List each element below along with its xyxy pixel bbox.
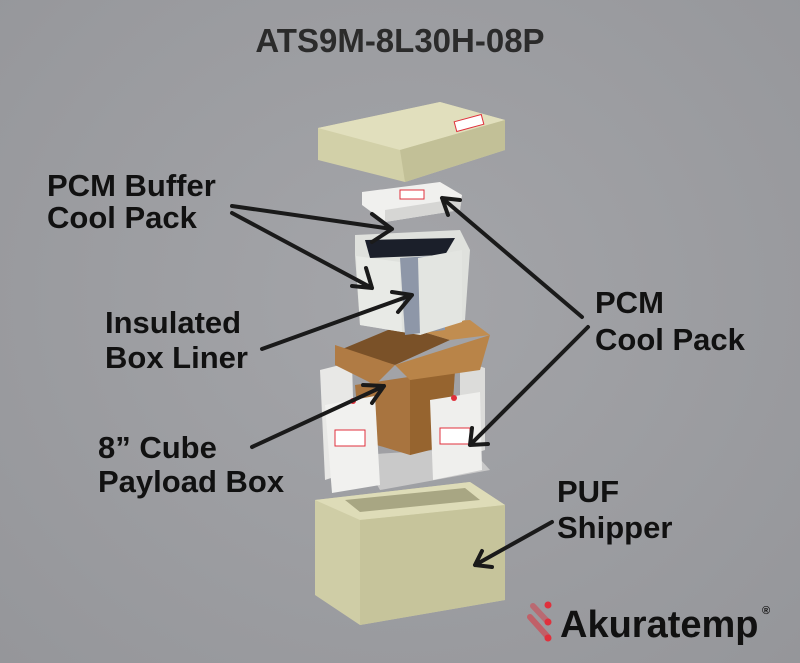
logo-text: Akuratemp bbox=[560, 604, 759, 646]
label-buffer-pack-line2: Cool Pack bbox=[47, 200, 198, 235]
label-buffer-pack-line1: PCM Buffer bbox=[47, 168, 216, 203]
label-cool-pack-line2: Cool Pack bbox=[595, 322, 746, 357]
label-payload-line2: Payload Box bbox=[98, 464, 285, 499]
label-payload-line1: 8” Cube bbox=[98, 430, 217, 465]
label-liner-line2: Box Liner bbox=[105, 340, 248, 375]
puf-lid bbox=[318, 102, 505, 182]
diagram-title: ATS9M-8L30H-08P bbox=[255, 22, 544, 59]
logo-mark-icon bbox=[527, 601, 552, 642]
label-shipper-line2: Shipper bbox=[557, 510, 672, 545]
label-liner-line1: Insulated bbox=[105, 305, 241, 340]
label-cool-pack-line1: PCM bbox=[595, 285, 664, 320]
akuratemp-logo: Akuratemp ® bbox=[527, 601, 770, 646]
label-shipper-line1: PUF bbox=[557, 474, 619, 509]
registered-mark: ® bbox=[762, 605, 770, 617]
insulated-liner bbox=[355, 230, 470, 335]
cool-pack-right-front bbox=[430, 392, 482, 480]
callout-arrows bbox=[230, 196, 590, 569]
puf-shipper bbox=[315, 482, 505, 625]
